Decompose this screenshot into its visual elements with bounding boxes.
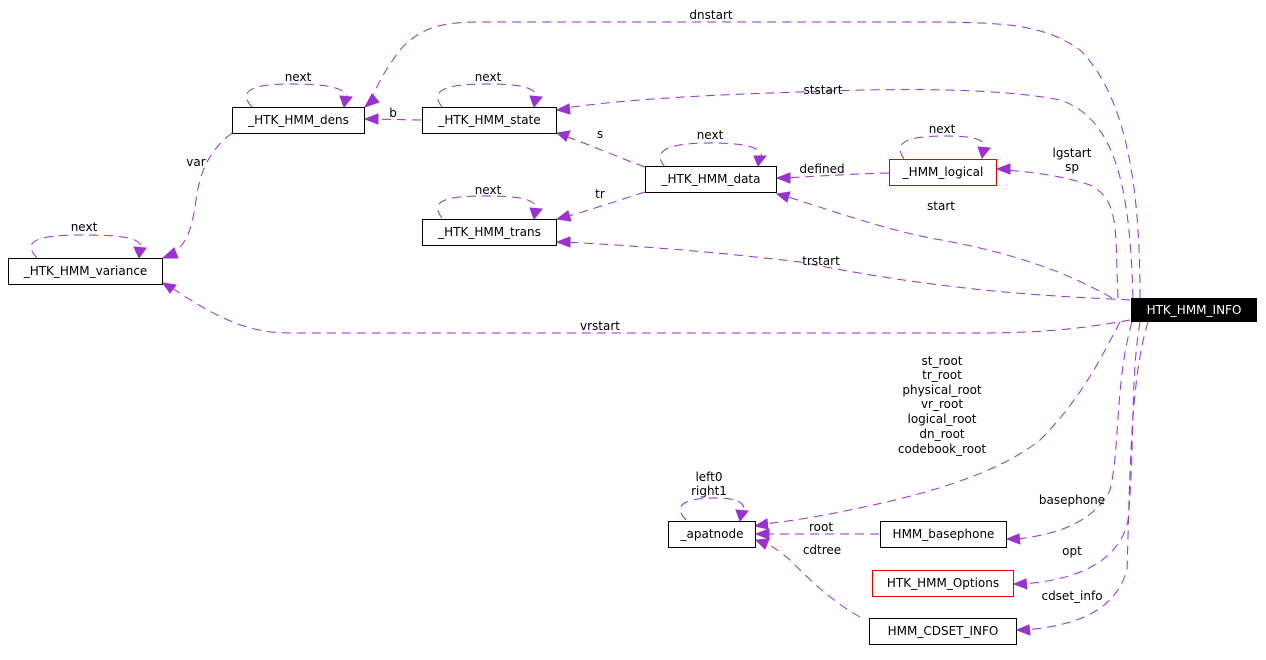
label-dnstart: dnstart	[689, 8, 732, 22]
node-htk-hmm-info[interactable]: HTK_HMM_INFO	[1131, 298, 1257, 322]
label-opt: opt	[1062, 544, 1082, 558]
edge-trans-next	[437, 195, 539, 219]
arrowhead	[161, 247, 179, 259]
edge-dens-next	[246, 83, 349, 108]
edge-info-trstart	[564, 241, 1131, 301]
label-start: start	[927, 199, 955, 213]
arrowhead	[1012, 578, 1028, 590]
arrowhead	[775, 172, 791, 184]
label-cdtree: cdtree	[803, 543, 841, 557]
arrowhead	[754, 538, 770, 550]
arrowhead	[754, 528, 770, 540]
label-s: s	[597, 127, 603, 141]
arrowhead	[555, 103, 571, 115]
node-apatnode[interactable]: _apatnode	[668, 521, 756, 548]
edge-logical-defined	[784, 172, 890, 179]
arrowhead	[753, 518, 769, 530]
label-sp: sp	[1065, 160, 1079, 174]
arrowhead	[133, 246, 147, 260]
label-vrstart: vrstart	[580, 319, 620, 333]
edge-dens-var	[171, 132, 233, 255]
arrowhead	[735, 509, 749, 523]
arrowhead	[753, 155, 768, 167]
label-state-next: next	[475, 70, 502, 84]
arrowhead	[363, 93, 380, 108]
label-variance-next: next	[71, 220, 98, 234]
arrowhead	[363, 113, 379, 125]
arrowhead	[995, 163, 1011, 175]
arrowhead	[1015, 624, 1031, 636]
edge-data-s	[564, 135, 646, 168]
node-htk-hmm-state[interactable]: _HTK_HMM_state	[422, 107, 557, 134]
label-logical-next: next	[929, 122, 956, 136]
label-right1: right1	[691, 484, 727, 498]
label-data-next: next	[697, 128, 724, 142]
arrowhead	[1005, 533, 1021, 545]
edge-data-next	[659, 142, 763, 168]
node-hmm-cdset-info[interactable]: HMM_CDSET_INFO	[869, 618, 1017, 645]
node-htk-hmm-trans[interactable]: _HTK_HMM_trans	[422, 219, 557, 246]
edge-state-b	[371, 118, 422, 121]
label-tr: tr	[595, 187, 605, 201]
label-cdset-info: cdset_info	[1041, 589, 1102, 603]
edge-info-basephone	[1014, 321, 1133, 540]
edge-info-ststart	[564, 89, 1134, 299]
label-defined: defined	[799, 162, 844, 176]
edge-cdset-cdtree	[763, 541, 861, 618]
node-hmm-logical[interactable]: _HMM_logical	[889, 159, 997, 186]
label-logical-root: logical_root	[908, 412, 977, 426]
label-vr-root: vr_root	[921, 397, 963, 411]
arrowhead	[775, 191, 791, 203]
label-trans-next: next	[475, 183, 502, 197]
edge-info-dnstart	[371, 21, 1141, 299]
edge-logical-next	[899, 135, 986, 160]
label-var: var	[186, 155, 205, 169]
edge-info-opt	[1021, 321, 1141, 585]
node-htk-hmm-dens[interactable]: _HTK_HMM_dens	[232, 107, 365, 134]
node-htk-hmm-variance[interactable]: _HTK_HMM_variance	[8, 258, 163, 285]
arrowhead	[529, 207, 543, 221]
arrowhead	[555, 130, 571, 142]
label-left0: left0	[695, 470, 722, 484]
node-htk-hmm-options[interactable]: HTK_HMM_Options	[872, 570, 1014, 597]
label-physical-root: physical_root	[902, 383, 982, 397]
label-dn-root: dn_root	[919, 427, 965, 441]
label-root: root	[809, 520, 833, 534]
arrowhead	[529, 95, 543, 109]
edge-data-tr	[564, 191, 646, 218]
label-trstart: trstart	[802, 254, 840, 268]
edge-apat-self	[680, 497, 745, 521]
arrowhead	[555, 210, 572, 222]
label-codebook-root: codebook_root	[898, 442, 987, 456]
label-tr-root: tr_root	[922, 368, 962, 382]
arrowhead	[977, 146, 991, 160]
arrowhead	[555, 236, 571, 248]
label-st-root: st_root	[921, 354, 962, 368]
label-lgstart: lgstart	[1053, 146, 1092, 160]
node-htk-hmm-data[interactable]: _HTK_HMM_data	[645, 166, 777, 193]
label-b: b	[389, 106, 397, 120]
arrowhead	[161, 282, 177, 294]
node-hmm-basephone[interactable]: HMM_basephone	[880, 521, 1007, 548]
edge-state-next	[437, 83, 539, 108]
edge-variance-next	[30, 234, 143, 259]
arrowhead	[339, 95, 353, 109]
edge-info-roots	[763, 321, 1121, 525]
edge-info-lgstart	[1004, 169, 1119, 299]
edge-info-cdset	[1024, 321, 1149, 631]
label-dens-next: next	[285, 70, 312, 84]
label-basephone: basephone	[1039, 493, 1105, 507]
label-ststart: ststart	[804, 83, 843, 97]
edge-info-vrstart	[171, 287, 1131, 334]
